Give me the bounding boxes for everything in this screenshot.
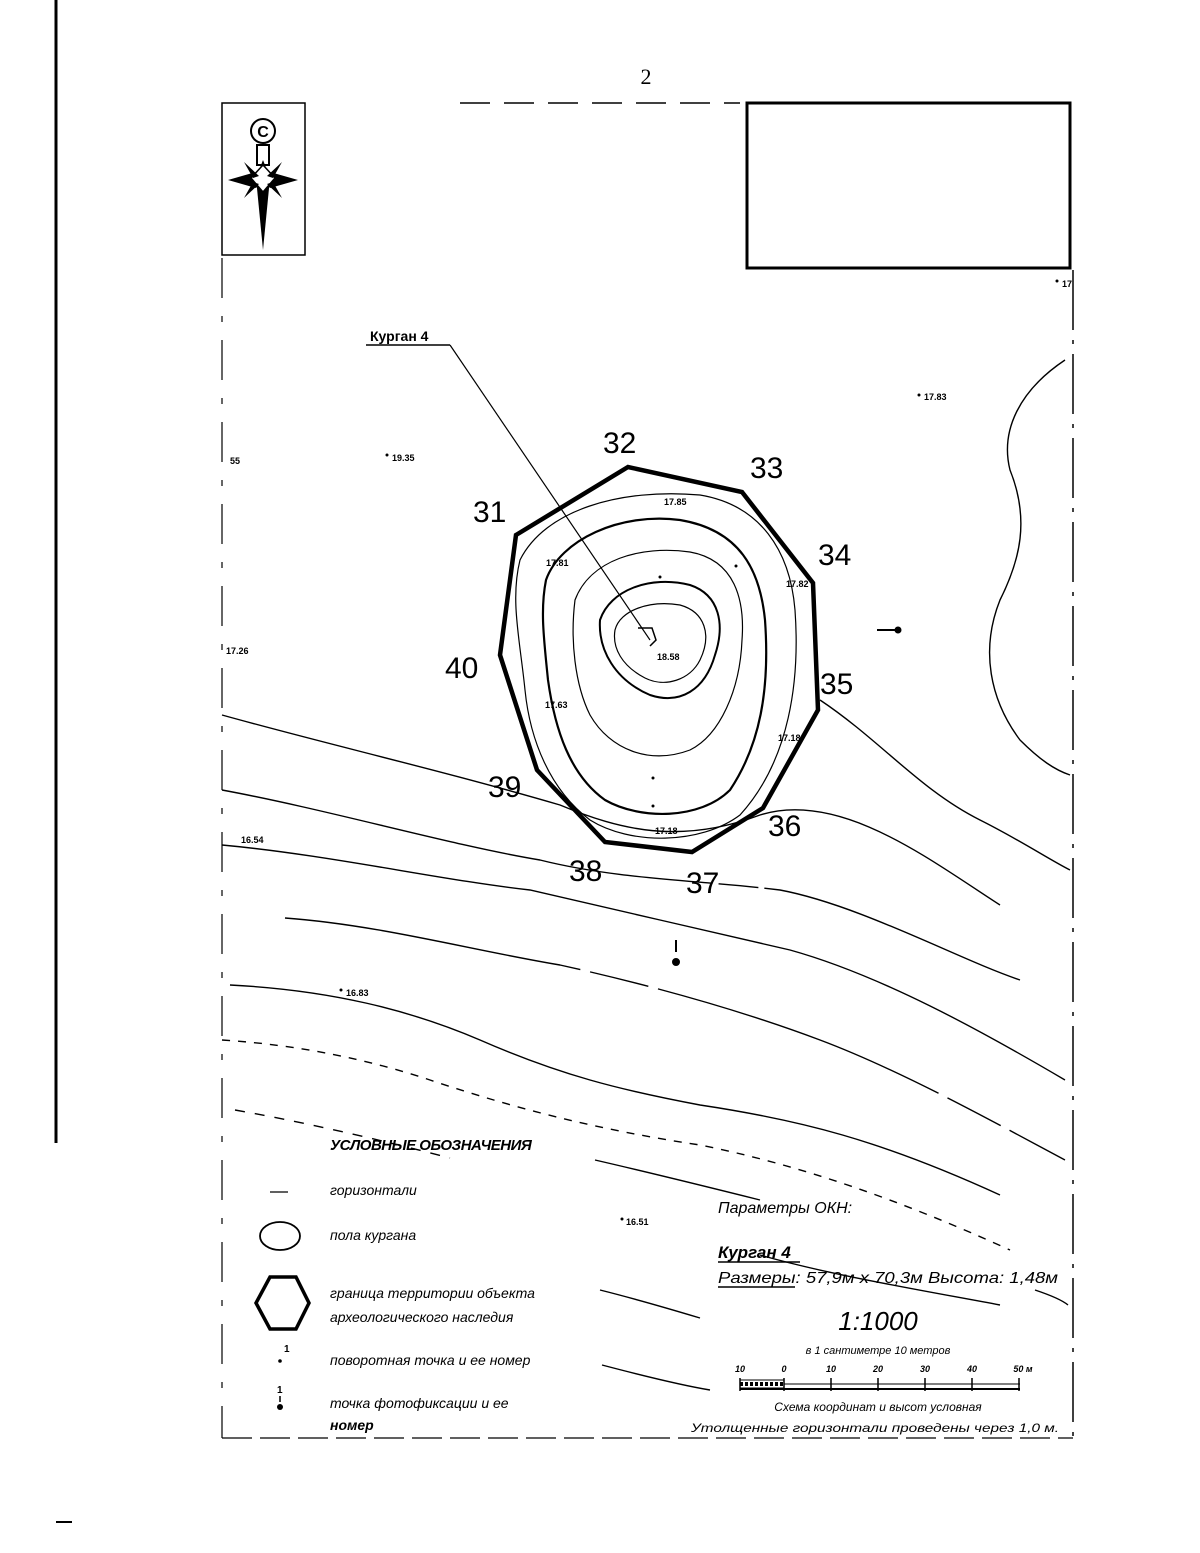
elevation-label: 17.83 (924, 392, 947, 402)
point-number: 39 (488, 771, 521, 804)
scale-tick: 0 (781, 1364, 786, 1374)
scale-ratio: 1:1000 (838, 1306, 918, 1336)
turning-point-icon: 1 (278, 1344, 290, 1363)
point-number: 40 (445, 652, 478, 685)
photo-point-number: 1 (277, 1385, 283, 1396)
point-number: 35 (820, 668, 853, 701)
legend-item-label: номер (330, 1417, 374, 1433)
elevation-label: 17.18 (778, 733, 801, 743)
photo-point-icon (672, 626, 902, 966)
elevation-label: 17.18 (655, 826, 678, 836)
object-label: Курган 4 (370, 328, 429, 344)
boundary-point-labels: 31 32 33 34 35 36 37 38 39 40 (445, 427, 853, 900)
elevation-label: 17.82 (786, 579, 809, 589)
elevation-label: 17.85 (664, 497, 687, 507)
legend-item-label: точка фотофиксации и ее (330, 1395, 509, 1411)
spot-elevations: 17.83 19.35 17.85 17.81 17.82 18.58 17.2… (226, 279, 1072, 1227)
scale-tick: 50 м (1013, 1364, 1033, 1374)
note-contours: Утолщенные горизонтали проведены через 1… (690, 1421, 1059, 1435)
legend-item-label: поворотная точка и ее номер (330, 1352, 531, 1368)
scale-tick: 10 (735, 1364, 745, 1374)
legend-item-label: археологического наследия (330, 1309, 514, 1325)
page-number: 2 (641, 64, 652, 89)
scale-description: в 1 сантиметре 10 метров (806, 1345, 951, 1357)
point-number: 36 (768, 810, 801, 843)
legend-item-label: горизонтали (330, 1182, 417, 1198)
elevation-label: 18.58 (657, 652, 680, 662)
ellipse-icon (259, 1221, 301, 1251)
elevation-label: 16.51 (626, 1217, 649, 1227)
turning-point-number: 1 (284, 1344, 290, 1355)
params-name: Курган 4 (718, 1243, 791, 1262)
object-parameters: Параметры ОКН: Курган 4 Размеры: 57,9м x… (718, 1200, 1058, 1288)
photo-point-legend-icon: 1 (277, 1385, 283, 1410)
object-boundary (497, 464, 821, 855)
point-number: 34 (818, 539, 851, 572)
point-number: 33 (750, 452, 783, 485)
legend-title: УСЛОВНЫЕ ОБОЗНАЧЕНИЯ (330, 1137, 533, 1154)
object-leader (366, 344, 657, 647)
point-number: 31 (473, 496, 506, 529)
north-letter: С (257, 124, 269, 141)
scale-tick: 40 (966, 1364, 977, 1374)
elevation-label: 17.81 (546, 558, 569, 568)
scale-tick: 10 (826, 1364, 836, 1374)
legend-item-label: пола кургана (330, 1227, 416, 1243)
scale-tick: 30 (920, 1364, 930, 1374)
title-block (745, 101, 1072, 270)
params-heading: Параметры ОКН: (718, 1200, 852, 1217)
map-frame (221, 102, 1074, 1439)
point-number: 32 (603, 427, 636, 460)
elevation-label: 17.63 (545, 700, 568, 710)
compass-rose-icon: С (221, 102, 306, 256)
hexagon-icon (254, 1275, 311, 1331)
elevation-points (339, 279, 1059, 1221)
scale-block: 1:1000 в 1 сантиметре 10 метров 10 0 10 … (690, 1306, 1059, 1435)
elevation-label: 16.54 (241, 835, 264, 845)
scale-bar (739, 1378, 1020, 1391)
point-number: 38 (569, 855, 602, 888)
legend-item-label: граница территории объекта (330, 1285, 535, 1301)
elevation-label: 16.83 (346, 988, 369, 998)
point-number: 37 (686, 867, 719, 900)
scale-tick: 20 (872, 1364, 883, 1374)
elevation-label: 17.26 (226, 646, 249, 656)
params-sizes: Размеры: 57,9м x 70,3м Высота: 1,48м (718, 1270, 1058, 1287)
elevation-label: 55 (230, 456, 240, 466)
note-coordinates: Схема координат и высот условная (774, 1400, 982, 1414)
mound-contours (515, 493, 797, 839)
scale-ticks: 10 0 10 20 30 40 50 м (735, 1364, 1033, 1374)
elevation-label: 19.35 (392, 453, 415, 463)
legend: УСЛОВНЫЕ ОБОЗНАЧЕНИЯ горизонтали пола ку… (254, 1137, 535, 1433)
elevation-label: 17 (1062, 279, 1072, 289)
